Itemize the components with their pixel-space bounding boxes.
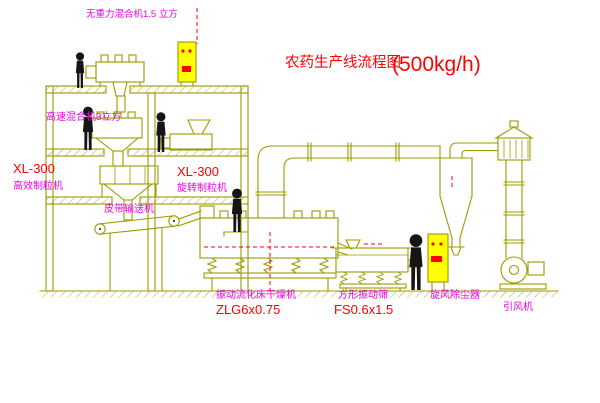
person-silhouette <box>231 188 243 232</box>
label-sieve-name: 方形振动筛 <box>338 288 388 301</box>
diagram-capacity: (500kg/h) <box>392 53 481 76</box>
rotary-granulator <box>160 119 213 151</box>
leader-lines <box>196 8 271 291</box>
label-cyclone: 旋风除尘器 <box>430 288 480 301</box>
label-granulator-left-name: 高效制粒机 <box>13 179 63 192</box>
gravity-mixer <box>85 54 145 113</box>
label-dryer-model: ZLG6x0.75 <box>216 302 280 317</box>
fluid-bed-dryer <box>199 205 353 292</box>
label-granulator-mid-model: XL-300 <box>177 164 219 179</box>
square-vibrating-sieve <box>331 239 417 292</box>
label-sieve-model: FS0.6x1.5 <box>334 302 393 317</box>
exhaust-duct <box>255 142 441 219</box>
cyclone-dust-collector <box>439 142 499 256</box>
control-cabinet-top <box>177 41 197 87</box>
induced-draft-fan <box>499 256 547 290</box>
ground-line <box>39 290 559 298</box>
person-silhouette <box>75 52 85 88</box>
worker-figures <box>75 52 423 291</box>
efficient-granulator <box>99 165 159 221</box>
label-high-speed-mixer: 高速混合机3立方 <box>46 110 122 123</box>
diagram-title: 农药生产线流程图 <box>285 54 401 71</box>
exhaust-stack <box>494 120 534 259</box>
label-fan: 引风机 <box>503 300 533 313</box>
belt-conveyor <box>94 210 202 292</box>
label-granulator-mid-name: 旋转制粒机 <box>177 181 227 194</box>
label-belt-conveyor: 皮带输送机 <box>104 202 154 215</box>
label-dryer-name: 振动流化床干燥机 <box>216 288 296 301</box>
label-gravity-mixer: 无重力混合机1.5 立方 <box>86 8 178 20</box>
label-granulator-left-model: XL-300 <box>13 161 55 176</box>
control-cabinet-ground <box>427 233 449 292</box>
person-silhouette <box>409 234 423 291</box>
